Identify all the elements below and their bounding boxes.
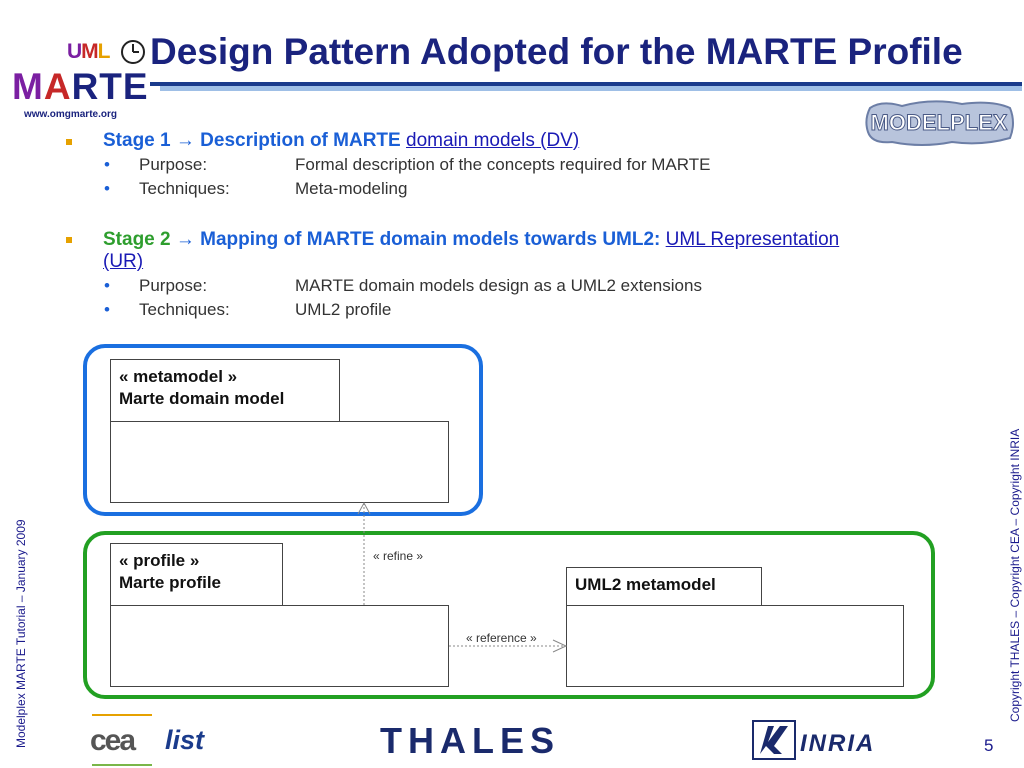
profile-package-body[interactable]: [110, 605, 449, 687]
refine-arrow: [357, 501, 371, 605]
logo-url[interactable]: www.omgmarte.org: [24, 109, 117, 120]
svg-text:MODELPLEX: MODELPLEX: [871, 110, 1008, 135]
slide-title: Design Pattern Adopted for the MARTE Pro…: [150, 31, 963, 72]
copyright-vertical: Copyright THALES – Copyright CEA – Copyr…: [1008, 428, 1022, 722]
bullet-dot: •: [104, 300, 110, 319]
stage1-purpose-value: Formal description of the concepts requi…: [295, 155, 711, 174]
uml2-package-tab[interactable]: UML2 metamodel: [566, 567, 762, 606]
footer-rule-top: [92, 714, 152, 716]
list-logo: list: [165, 725, 205, 755]
profile-name: Marte profile: [119, 573, 222, 592]
marte-logo-text: MARTE: [12, 66, 149, 107]
stage2-link-cont[interactable]: (UR): [103, 251, 144, 272]
tutorial-footer-vertical: Modelplex MARTE Tutorial – January 2009: [14, 519, 28, 748]
bullet-square: [66, 237, 72, 243]
profile-stereotype: « profile »: [119, 551, 200, 570]
stage1-techniques-value: Meta-modeling: [295, 179, 408, 198]
metamodel-stereotype: « metamodel »: [119, 367, 238, 386]
bullet-dot: •: [104, 179, 110, 198]
stage1-link[interactable]: domain models (DV): [406, 130, 580, 151]
title-rule: [150, 82, 1022, 86]
stage2-purpose-key: Purpose:: [139, 276, 208, 295]
footer-rule-bottom: [92, 764, 152, 766]
thales-logo: THALES: [380, 720, 560, 761]
modelplex-logo: MODELPLEX: [865, 100, 1014, 146]
uml-representation-group: [83, 531, 935, 699]
uml2-package-body[interactable]: [566, 605, 904, 687]
stage1-techniques-key: Techniques:: [139, 179, 230, 198]
uml2-name: UML2 metamodel: [575, 575, 716, 594]
inria-logo: INRIA: [800, 730, 876, 757]
stage1-purpose-key: Purpose:: [139, 155, 208, 174]
stage2-heading-cont: (UR): [103, 251, 143, 273]
clock-icon: [121, 40, 145, 64]
reference-arrow: [449, 639, 568, 653]
stage1-heading: Stage 1 → Description of MARTE domain mo…: [103, 130, 580, 151]
arrow-right-icon: →: [175, 130, 195, 151]
page-number: 5: [984, 736, 994, 755]
metamodel-name: Marte domain model: [119, 389, 285, 408]
metamodel-package-body[interactable]: [110, 421, 449, 503]
title-rule-shadow: [160, 86, 1022, 91]
stage2-techniques-key: Techniques:: [139, 300, 230, 319]
stage2-link[interactable]: UML Representation: [665, 229, 840, 250]
arrow-right-icon: →: [175, 229, 195, 250]
bullet-square: [66, 139, 72, 145]
stage2-heading: Stage 2 → Mapping of MARTE domain models…: [103, 229, 840, 250]
bullet-dot: •: [104, 155, 110, 174]
profile-package-tab[interactable]: « profile » Marte profile: [110, 543, 283, 606]
uml-logo-text: UML: [67, 40, 110, 63]
domain-model-group: [83, 344, 483, 516]
bullet-dot: •: [104, 276, 110, 295]
stage2-purpose-value: MARTE domain models design as a UML2 ext…: [295, 276, 702, 295]
refine-label: « refine »: [373, 549, 424, 563]
stage2-techniques-value: UML2 profile: [295, 300, 392, 319]
cea-logo: cea: [90, 724, 136, 757]
reference-label: « reference »: [466, 631, 537, 645]
inria-logo-icon: [752, 720, 796, 760]
metamodel-package-tab[interactable]: « metamodel » Marte domain model: [110, 359, 340, 422]
